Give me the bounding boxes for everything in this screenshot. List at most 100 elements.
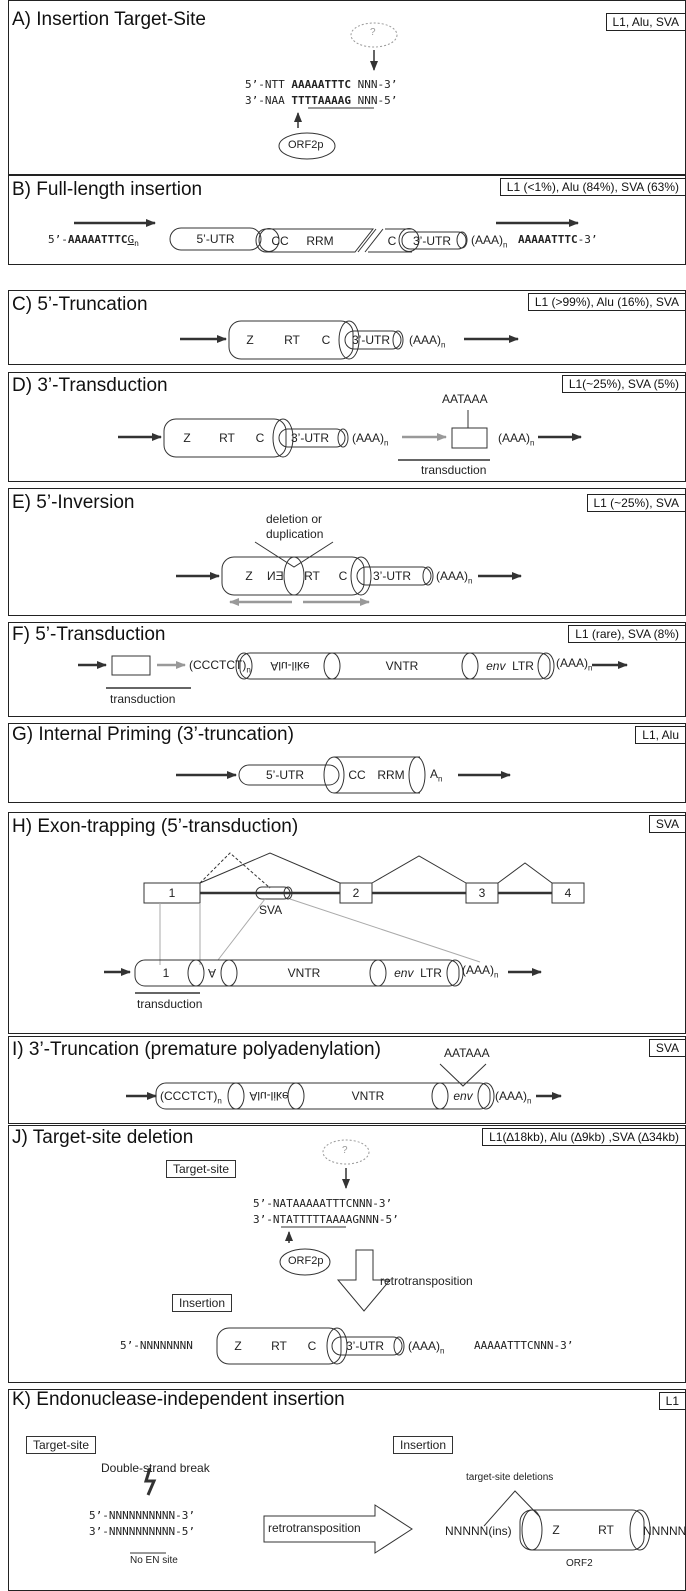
panel-j-z: Z (234, 1339, 242, 1353)
panel-b-tag: L1 (<1%), Alu (84%), SVA (63%) (499, 178, 685, 196)
panel-a-seq-top: 5’-NTT AAAAATTTC NNN-3’ (245, 78, 398, 91)
panel-f-alu-like: Alu-like (270, 659, 310, 673)
panel-d-polya2: (AAA)n (498, 431, 535, 448)
panel-d-polya: (AAA)n (352, 431, 389, 448)
panel-g-tag: L1, Alu (635, 726, 685, 744)
panel-j-title: J) Target-site deletion (12, 1127, 194, 1148)
panel-k-tag: L1 (658, 1392, 685, 1410)
panel-k-dsb: Double-strand break (101, 1461, 210, 1475)
panel-h-exon-2: 2 (352, 886, 360, 900)
panel-j-orf2p: ORF2p (288, 1255, 324, 1267)
panel-k-rt: RT (598, 1523, 614, 1537)
panel-h-sva-label: SVA (259, 903, 283, 917)
panel-c: L1 (>99%), Alu (16%), SVA (8, 290, 686, 365)
panel-i: SVA (8, 1036, 686, 1124)
panel-k-seq-bottom: 3’-NNNNNNNNNN-5’ (89, 1525, 195, 1538)
panel-a-title: A) Insertion Target-Site (12, 9, 206, 30)
panel-g: L1, Alu (8, 723, 686, 803)
panel-h-vntr: VNTR (287, 966, 321, 980)
panel-e-3utr: 3’-UTR (373, 569, 411, 583)
panel-j-rt: RT (271, 1339, 287, 1353)
panel-c-tag: L1 (>99%), Alu (16%), SVA (527, 293, 685, 311)
panel-g-rrm: RRM (377, 768, 405, 782)
panel-d-rt: RT (219, 431, 235, 445)
panel-c-polya: (AAA)n (409, 333, 446, 350)
panel-h-exon-1: 1 (168, 886, 176, 900)
panel-d-tag: L1(~25%), SVA (5%) (561, 375, 685, 393)
panel-b-left-seq: 5’-AAAAATTTCGn (48, 233, 139, 249)
panel-k-seq-top: 5’-NNNNNNNNNN-3’ (89, 1509, 195, 1522)
panel-e: L1 (~25%), SVA (8, 488, 686, 616)
panel-i-alu-like: Alu-like (249, 1089, 289, 1103)
panel-c-c: C (321, 333, 331, 347)
panel-g-title: G) Internal Priming (3’-truncation) (12, 724, 294, 745)
panel-h-transduction: transduction (137, 997, 203, 1011)
panel-k-target-site-label: Target-site (26, 1436, 97, 1454)
panel-j-target-site-label: Target-site (166, 1160, 237, 1178)
panel-f-polya: (AAA)n (556, 656, 593, 673)
panel-k-title: K) Endonuclease-independent insertion (12, 1389, 345, 1410)
panel-b-5utr: 5’-UTR (196, 232, 235, 246)
panel-h-exon-3: 3 (478, 886, 486, 900)
panel-a-orf2p: ORF2p (288, 139, 324, 151)
panel-i-polya: (AAA)n (495, 1089, 532, 1106)
panel-h-alu-fragment: A (207, 966, 216, 980)
panel-f-transduction: transduction (110, 692, 176, 706)
panel-a-question: ? (370, 27, 376, 38)
panel-h-exon-4: 4 (564, 886, 572, 900)
panel-e-en-inverted: EN (266, 569, 284, 583)
panel-h-env-ltr: env LTR (394, 966, 442, 980)
panel-g-an: An (430, 767, 443, 784)
panel-b-cc: CC (271, 233, 289, 248)
panel-a: L1, Alu, SVA (8, 0, 686, 175)
panel-i-tag: SVA (648, 1039, 685, 1057)
panel-f-vntr: VNTR (385, 659, 419, 673)
panel-j-tag: L1(∆18kb), Alu (∆9kb) ,SVA (∆34kb) (482, 1128, 685, 1146)
panel-d-c: C (255, 431, 265, 445)
panel-e-rt: RT (304, 569, 320, 583)
panel-c-z: Z (246, 333, 254, 347)
panel-j-c: C (307, 1339, 317, 1353)
panel-d-aataaa: AATAAA (442, 392, 488, 406)
panel-d-3utr: 3’-UTR (291, 431, 329, 445)
panel-j-polya: (AAA)n (408, 1339, 445, 1356)
panel-e-polya: (AAA)n (436, 569, 473, 586)
panel-e-deletion: deletion or (266, 512, 323, 526)
panel-f: L1 (rare), SVA (8%) (8, 622, 686, 717)
panel-j-question: ? (342, 1145, 348, 1156)
panel-a-seq-bottom: 3’-NAA TTTTAAAAG NNN-5’ (245, 94, 398, 107)
panel-g-5utr: 5’-UTR (266, 768, 304, 782)
panel-e-c: C (338, 569, 348, 583)
panel-b-title: B) Full-length insertion (12, 179, 203, 200)
panel-k-no-en: No EN site (130, 1555, 178, 1566)
panel-e-tag: L1 (~25%), SVA (586, 494, 685, 512)
panel-j-retrotransposition: retrotransposition (380, 1274, 473, 1288)
panel-e-z: Z (245, 569, 253, 583)
panel-j-ins-right: AAAAATTTCNNN-3’ (474, 1339, 574, 1352)
panel-g-cc: CC (348, 768, 366, 782)
panel-i-env: env (453, 1089, 473, 1103)
panel-k-z: Z (552, 1523, 560, 1537)
panel-k-insertion-label: Insertion (393, 1436, 454, 1454)
panel-c-3utr: 3’-UTR (352, 333, 390, 347)
panel-b-polya: (AAA)n (471, 233, 508, 250)
panel-f-title: F) 5’-Transduction (12, 624, 166, 645)
panel-b-3utr: 3’-UTR (413, 233, 451, 248)
panel-h-exon1-segment: 1 (162, 966, 170, 980)
panel-k-retrotransposition: retrotransposition (268, 1521, 361, 1535)
panel-i-vntr: VNTR (351, 1089, 385, 1103)
panel-b-rrm: RRM (306, 233, 334, 248)
panel-e-duplication: duplication (266, 527, 324, 541)
panel-j-ins-left: 5’-NNNNNNNN (120, 1339, 193, 1352)
panel-h: SVA (8, 812, 686, 1034)
panel-i-title: I) 3’-Truncation (premature polyadenylat… (12, 1039, 381, 1060)
panel-j-seq-bottom: 3’-NTATTTTTAAAAGNNN-5’ (253, 1213, 399, 1226)
panel-j-3utr: 3’-UTR (346, 1339, 384, 1353)
panel-h-tag: SVA (648, 815, 685, 833)
panel-e-title: E) 5’-Inversion (12, 492, 135, 513)
panel-k-right: NNNNN (643, 1524, 686, 1538)
panel-c-rt: RT (284, 333, 300, 347)
panel-f-env-ltr: env LTR (486, 659, 534, 673)
